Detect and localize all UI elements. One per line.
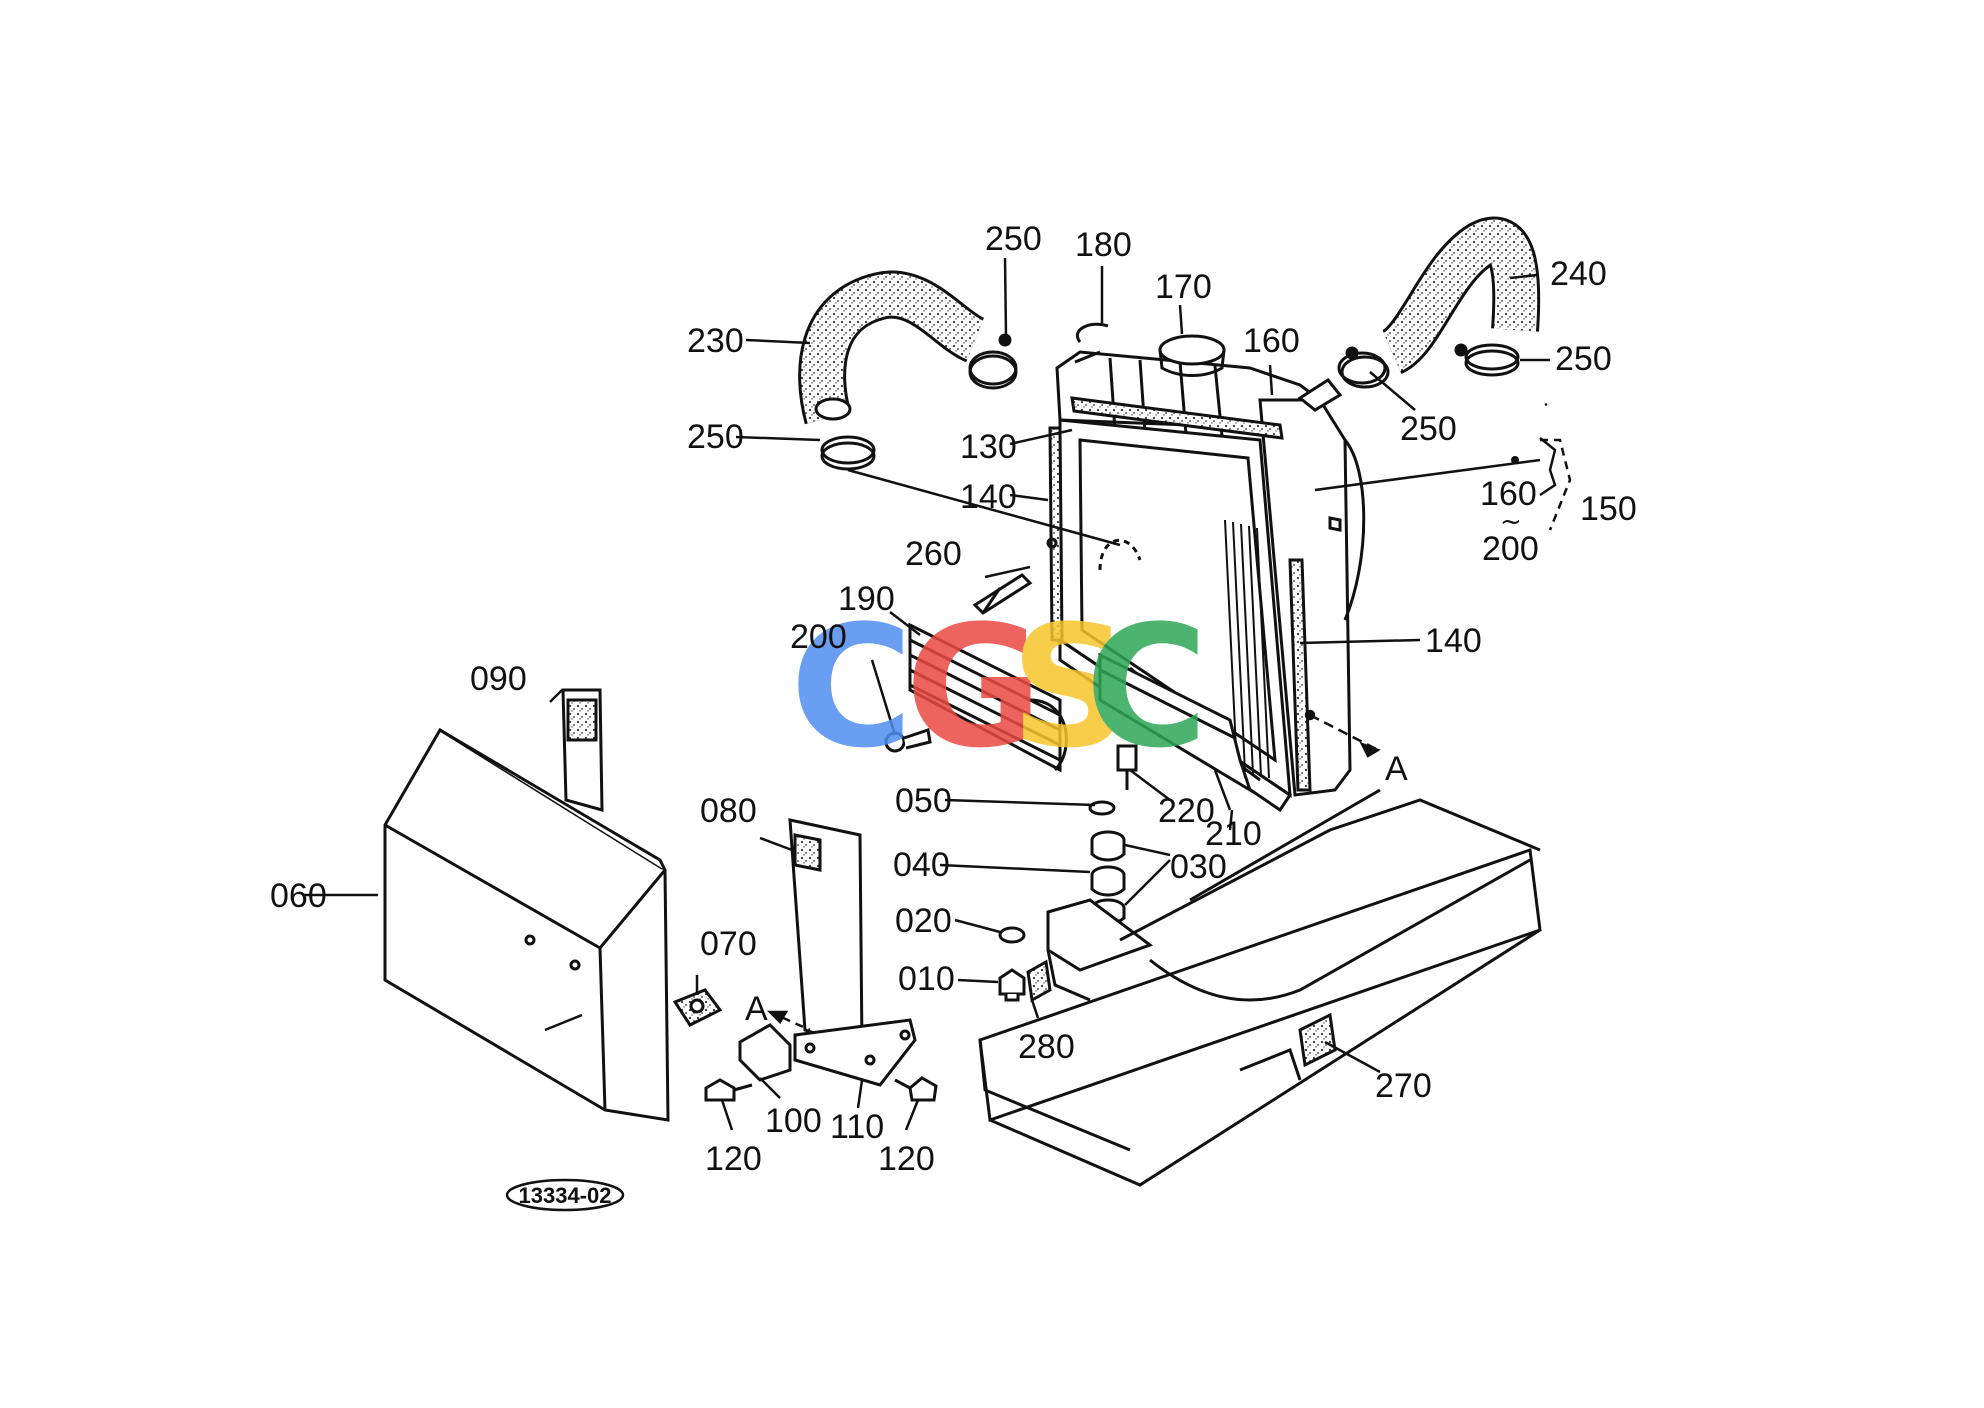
- label-140-right: 140: [1425, 622, 1482, 660]
- washer-020: [998, 926, 1026, 944]
- watermark-letter-4: C: [1085, 589, 1208, 785]
- hose-clamp-250-b: [820, 435, 876, 471]
- hose-clamp-250-a: [968, 333, 1018, 390]
- cover-060: [383, 727, 670, 1122]
- label-120-right: 120: [878, 1140, 935, 1178]
- label-280: 280: [1018, 1028, 1075, 1066]
- label-250-mid: 250: [1400, 410, 1457, 448]
- label-270: 270: [1375, 1067, 1432, 1105]
- bolt-120-a: [704, 1078, 753, 1102]
- label-230: 230: [687, 322, 744, 360]
- upper-hose-240: [1379, 216, 1541, 375]
- pad-280: [1026, 959, 1052, 1003]
- clip-260: [972, 573, 1033, 615]
- label-010: 010: [898, 960, 955, 998]
- stay-080: [788, 818, 864, 1051]
- label-240: 240: [1550, 255, 1607, 293]
- watermark-letter-1: C: [790, 589, 913, 785]
- washer-050: [1088, 800, 1116, 816]
- label-060: 060: [270, 877, 327, 915]
- label-160-range: 160: [1480, 475, 1537, 513]
- label-160-top: 160: [1243, 322, 1300, 360]
- label-030: 030: [1170, 848, 1227, 886]
- watermark-letter-3: S: [1010, 589, 1131, 785]
- label-view-a-left: A: [745, 990, 768, 1028]
- leader-dot: [1511, 456, 1519, 464]
- label-080: 080: [700, 792, 757, 830]
- label-120-left: 120: [705, 1140, 762, 1178]
- label-250-right: 250: [1555, 340, 1612, 378]
- view-arrow-a-left: [766, 1010, 811, 1032]
- bracket-210: [1098, 652, 1253, 794]
- bracket-110: [793, 1018, 917, 1087]
- label-200-range: 200: [1482, 530, 1539, 568]
- label-070: 070: [700, 925, 757, 963]
- label-200-left: 200: [790, 618, 847, 656]
- pad-270: [1298, 1012, 1337, 1068]
- cushion-100: [738, 1023, 792, 1082]
- label-050: 050: [895, 782, 952, 820]
- part-labels: 230 250 180 170 160 240 250 250 250 130 …: [270, 220, 1637, 1178]
- lower-hose-230: [798, 270, 986, 425]
- drain-cock-220: [1116, 744, 1138, 790]
- label-090: 090: [470, 660, 527, 698]
- watermark-letter-2: G: [905, 589, 1043, 785]
- label-040: 040: [893, 846, 950, 884]
- view-arrow-a-right: [1304, 709, 1381, 758]
- bolt-010: [998, 968, 1026, 1002]
- bolt-120-b: [894, 1076, 938, 1102]
- base-frame: [978, 788, 1542, 1187]
- leader-lines: [302, 257, 1572, 1131]
- label-170: 170: [1155, 268, 1212, 306]
- label-110: 110: [830, 1108, 884, 1146]
- label-range-tilde: ~: [1500, 507, 1522, 537]
- label-210: 210: [1205, 815, 1262, 853]
- label-250-top: 250: [985, 220, 1042, 258]
- label-view-a-right: A: [1385, 750, 1408, 788]
- bolt-200: [884, 728, 932, 753]
- label-100: 100: [765, 1102, 822, 1140]
- nut-070: [672, 988, 723, 1027]
- label-220: 220: [1158, 792, 1215, 830]
- radiator-assembly: [1046, 322, 1366, 813]
- reference-code: 13334-02: [505, 1178, 625, 1212]
- label-020: 020: [895, 902, 952, 940]
- label-140-top: 140: [960, 478, 1017, 516]
- label-180: 180: [1075, 226, 1132, 264]
- radiator-support-bracket: [1046, 898, 1154, 1002]
- hose-clamp-250-c: [1337, 346, 1390, 389]
- cushion-040: [1090, 865, 1126, 897]
- hose-clamp-250-d: [1454, 343, 1520, 377]
- reference-code-text: 13334-02: [519, 1183, 612, 1208]
- label-260: 260: [905, 535, 962, 573]
- cushion-030-a: [1090, 830, 1126, 862]
- oil-cooler-190: [908, 622, 1068, 773]
- stay-090: [561, 688, 604, 812]
- label-130: 130: [960, 428, 1017, 466]
- watermark-logo: C G S C: [790, 589, 1208, 785]
- label-150: 150: [1580, 490, 1637, 528]
- label-190: 190: [838, 580, 895, 618]
- label-250-left: 250: [687, 418, 744, 456]
